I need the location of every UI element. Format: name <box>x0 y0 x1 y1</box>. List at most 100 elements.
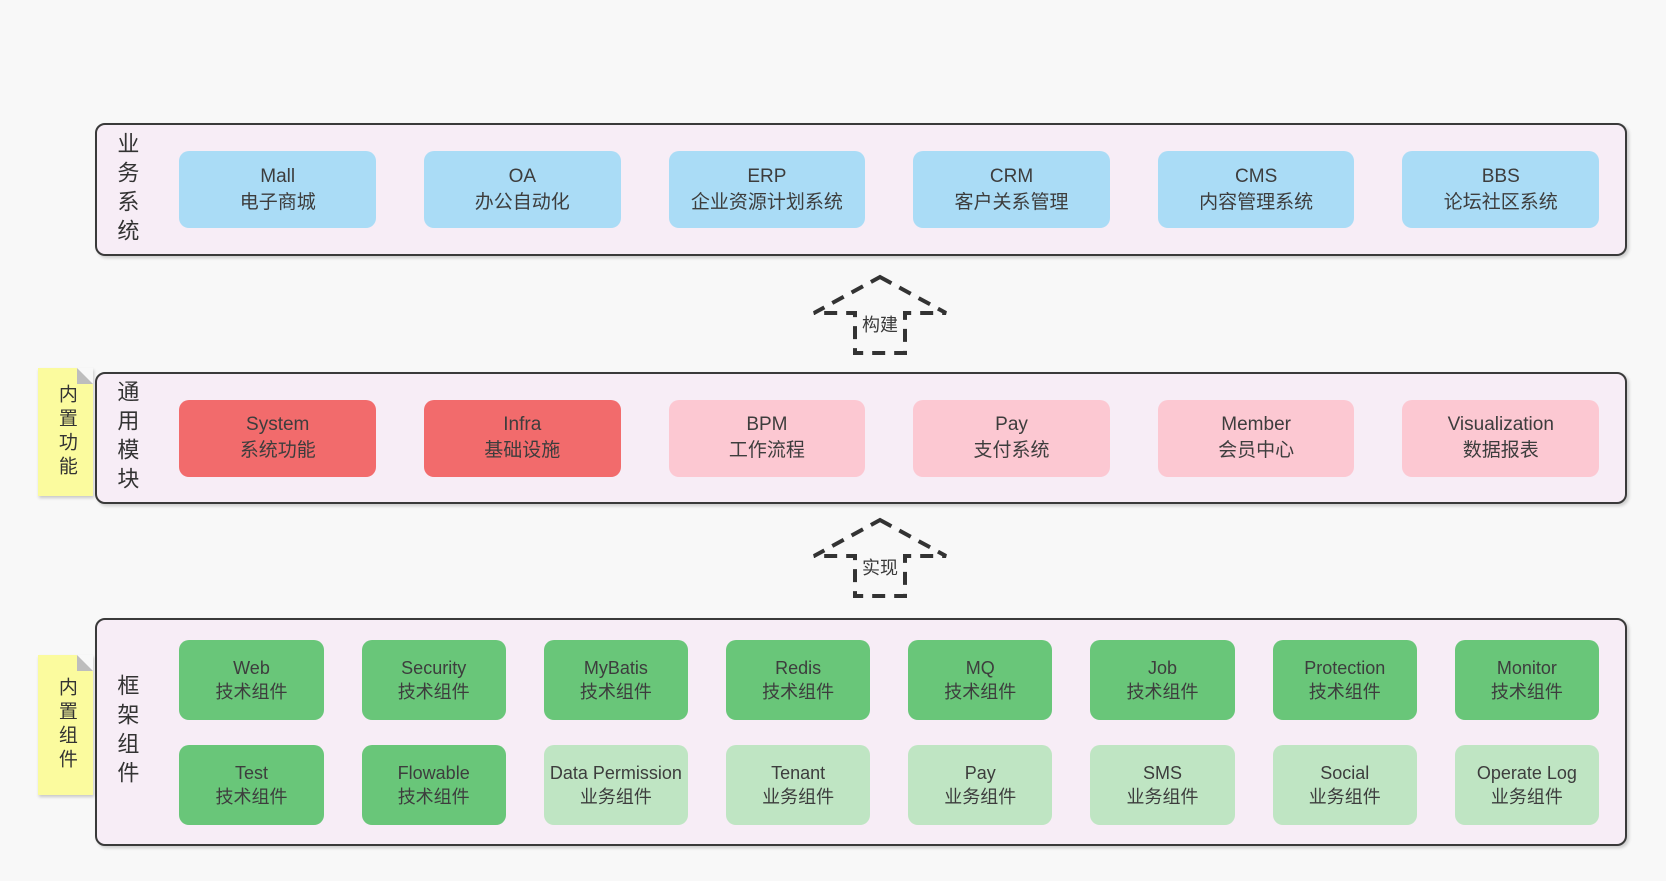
box-desc: 技术组件 <box>762 681 835 702</box>
box-desc: 办公自动化 <box>474 191 570 213</box>
box-desc: 技术组件 <box>215 786 288 807</box>
box-name: SMS <box>1143 762 1183 783</box>
sticky-note-builtin-features-label: 内置功能 <box>55 384 77 480</box>
box-bbs: BBS 论坛社区系统 <box>1402 151 1600 228</box>
box-social: Social 业务组件 <box>1272 744 1417 825</box>
box-name: Web <box>233 657 270 678</box>
box-name: Test <box>234 762 268 783</box>
box-flowable: Flowable 技术组件 <box>361 744 506 825</box>
band-framework-components-label: 框架组件 <box>114 674 140 790</box>
box-web: Web 技术组件 <box>179 639 324 720</box>
dashed-up-arrow-icon <box>813 517 947 598</box>
box-name: OA <box>508 165 537 187</box>
box-desc: 工作流程 <box>728 440 805 461</box>
box-desc: 基础设施 <box>484 440 561 461</box>
box-security: Security 技术组件 <box>361 639 506 720</box>
box-desc: 技术组件 <box>1490 681 1563 702</box>
box-desc: 技术组件 <box>579 681 652 702</box>
box-name: BBS <box>1481 165 1520 187</box>
box-desc: 内容管理系统 <box>1199 191 1314 213</box>
box-desc: 业务组件 <box>1308 786 1381 807</box>
box-infra: Infra 基础设施 <box>424 399 621 477</box>
framework-row-1: Web 技术组件 Security 技术组件 MyBatis 技术组件 Redis 技术… <box>179 639 1600 720</box>
box-sms: SMS 业务组件 <box>1090 744 1235 825</box>
band-framework-components: 框架组件 Web 技术组件 Security 技术组件 MyBatis 技术组件 Re… <box>95 618 1627 846</box>
folded-corner-icon <box>77 655 93 671</box>
box-monitor: Monitor 技术组件 <box>1454 639 1600 720</box>
box-name: Flowable <box>397 762 470 783</box>
arrow-build-label: 构建 <box>857 310 903 338</box>
box-desc: 业务组件 <box>579 786 652 807</box>
box-operate-log: Operate Log 业务组件 <box>1454 744 1600 825</box>
box-protection: Protection 技术组件 <box>1272 639 1417 720</box>
box-oa: OA 办公自动化 <box>424 151 621 228</box>
box-desc: 技术组件 <box>1308 681 1381 702</box>
band-common-modules: 通用模块 System 系统功能 Infra 基础设施 BPM 工作流程 Pay 支付系… <box>95 372 1627 504</box>
box-desc: 技术组件 <box>1126 681 1199 702</box>
box-name: Job <box>1147 657 1178 678</box>
box-name: Redis <box>775 657 822 678</box>
folded-corner-icon <box>77 368 93 384</box>
box-redis: Redis 技术组件 <box>726 639 871 720</box>
band-common-modules-label: 通用模块 <box>114 380 140 496</box>
box-crm: CRM 客户关系管理 <box>913 151 1110 228</box>
box-name: Security <box>401 657 467 678</box>
box-name: System <box>246 414 310 435</box>
box-name: ERP <box>747 165 787 187</box>
box-mq: MQ 技术组件 <box>908 639 1053 720</box>
box-desc: 技术组件 <box>397 681 470 702</box>
box-erp: ERP 企业资源计划系统 <box>668 151 866 228</box>
box-mybatis: MyBatis 技术组件 <box>543 639 688 720</box>
box-name: MQ <box>965 657 995 678</box>
box-name: Pay <box>964 762 996 783</box>
box-desc: 论坛社区系统 <box>1443 191 1558 213</box>
box-name: Operate Log <box>1476 762 1577 783</box>
box-desc: 业务组件 <box>762 786 835 807</box>
arrow-implement: 实现 <box>810 517 950 599</box>
box-name: Pay <box>995 414 1028 435</box>
band-framework-components-grid: Web 技术组件 Security 技术组件 MyBatis 技术组件 Redis 技术… <box>139 639 1625 825</box>
box-desc: 客户关系管理 <box>954 191 1069 213</box>
sticky-note-builtin-features: 内置功能 <box>38 368 93 496</box>
box-name: BPM <box>746 414 788 435</box>
box-desc: 技术组件 <box>397 786 470 807</box>
box-pay-component: Pay 业务组件 <box>908 744 1053 825</box>
box-name: MyBatis <box>583 657 648 678</box>
box-cms: CMS 内容管理系统 <box>1157 151 1355 228</box>
box-name: CRM <box>989 165 1034 187</box>
box-name: CMS <box>1235 165 1278 187</box>
box-name: Social <box>1320 762 1370 783</box>
box-bpm: BPM 工作流程 <box>668 399 866 477</box>
band-business-systems-label: 业务系统 <box>114 131 140 248</box>
box-desc: 技术组件 <box>944 681 1017 702</box>
box-desc: 企业资源计划系统 <box>690 191 843 213</box>
box-desc: 会员中心 <box>1218 440 1295 461</box>
box-desc: 业务组件 <box>1126 786 1199 807</box>
box-desc: 业务组件 <box>1490 786 1563 807</box>
box-desc: 业务组件 <box>944 786 1017 807</box>
sticky-note-builtin-components: 内置组件 <box>38 655 93 795</box>
box-visualization: Visualization 数据报表 <box>1402 399 1600 477</box>
dashed-up-arrow-icon <box>813 274 947 355</box>
box-name: Visualization <box>1447 414 1554 435</box>
sticky-note-builtin-components-label: 内置组件 <box>55 677 77 773</box>
box-desc: 数据报表 <box>1462 440 1539 461</box>
band-common-modules-boxes: System 系统功能 Infra 基础设施 BPM 工作流程 Pay 支付系统 Mem… <box>139 399 1625 477</box>
box-desc: 支付系统 <box>973 440 1050 461</box>
box-desc: 系统功能 <box>239 440 316 461</box>
box-pay-module: Pay 支付系统 <box>913 399 1110 477</box>
arrow-build: 构建 <box>810 274 950 356</box>
box-desc: 技术组件 <box>215 681 288 702</box>
box-name: Monitor <box>1496 657 1557 678</box>
box-name: Infra <box>503 414 542 435</box>
box-name: Protection <box>1304 657 1386 678</box>
box-job: Job 技术组件 <box>1090 639 1235 720</box>
